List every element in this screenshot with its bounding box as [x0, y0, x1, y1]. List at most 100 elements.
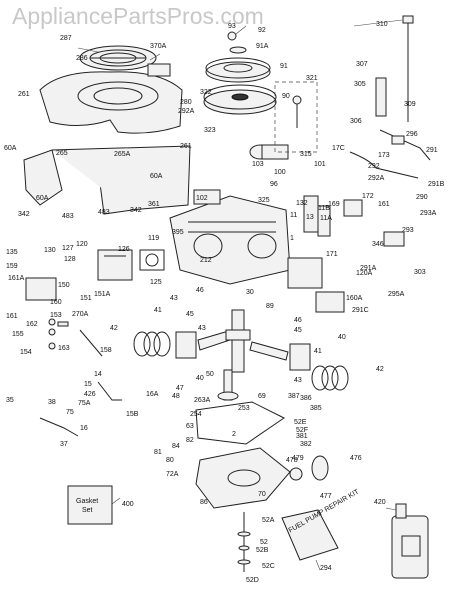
starter-drive-outline	[274, 81, 318, 153]
oil-sump-part	[195, 447, 291, 509]
piston-right-part	[289, 343, 311, 371]
callout-103: 103	[252, 161, 264, 168]
callout-119: 119	[148, 235, 159, 242]
callout-292a: 292A	[368, 175, 385, 182]
callout-38: 38	[48, 399, 56, 406]
callout-151a: 151A	[94, 291, 111, 298]
callout-159: 159	[6, 263, 18, 270]
callout-40: 40	[196, 375, 204, 382]
starter-motor-part	[249, 144, 289, 160]
callout-89: 89	[266, 303, 274, 310]
callout-153: 153	[50, 312, 62, 319]
callout-132: 132	[296, 200, 308, 207]
callout-75: 75	[66, 409, 74, 416]
callout-81: 81	[154, 449, 162, 456]
callout-161: 161	[6, 313, 18, 320]
callout-48: 48	[172, 393, 180, 400]
piston-rings-left-part	[133, 331, 171, 357]
gasket-set-box: Gasket Set	[67, 485, 113, 525]
callout-169: 169	[328, 201, 340, 208]
callout-370a: 370A	[150, 43, 167, 50]
callout-45: 45	[294, 327, 302, 334]
callout-35: 35	[6, 397, 14, 404]
callout-306: 306	[350, 118, 362, 125]
callout-70: 70	[258, 491, 266, 498]
callout-270a: 270A	[72, 311, 89, 318]
callout-171: 171	[326, 251, 338, 258]
callout-42: 42	[376, 366, 384, 373]
callout-43: 43	[170, 295, 178, 302]
callout-295a: 295A	[388, 291, 405, 298]
gasket-set-line1: Gasket	[76, 498, 98, 505]
intake-manifold-part	[303, 195, 363, 237]
blower-housing-part	[39, 71, 183, 134]
callout-382: 382	[300, 441, 312, 448]
callout-90: 90	[282, 93, 290, 100]
head-gasket-left-part	[139, 249, 165, 271]
dipstick-part	[402, 15, 414, 122]
callout-323: 323	[204, 127, 216, 134]
callout-265: 265	[56, 150, 68, 157]
callout-50: 50	[206, 371, 214, 378]
piston-left-part	[175, 331, 197, 359]
callout-291c: 291C	[352, 307, 369, 314]
callout-52e: 52E	[294, 419, 307, 426]
ignition-coil-part	[193, 189, 221, 205]
callout-16a: 16A	[146, 391, 159, 398]
callout-280: 280	[180, 99, 192, 106]
watermark-text: AppliancePartsPros.com	[12, 3, 264, 29]
callout-163: 163	[58, 345, 70, 352]
flywheel-nut-part	[227, 31, 237, 41]
callout-305: 305	[354, 81, 366, 88]
cylinder-head-left-part	[97, 249, 133, 281]
callout-101: 101	[314, 161, 326, 168]
callout-60a: 60A	[36, 195, 49, 202]
valve-cover-right-part	[315, 291, 345, 313]
callout-1: 1	[290, 235, 294, 242]
callout-321: 321	[306, 75, 318, 82]
callout-162: 162	[26, 321, 38, 328]
callout-309: 309	[404, 101, 416, 108]
callout-294: 294	[320, 565, 332, 572]
engine-block-part	[169, 195, 291, 285]
callout-92: 92	[258, 27, 266, 34]
connecting-rod-right-part	[249, 341, 289, 361]
callout-96: 96	[270, 181, 278, 188]
camshaft-part	[217, 369, 239, 401]
callout-287: 287	[60, 35, 72, 42]
callout-120: 120	[76, 241, 88, 248]
callout-11b: 11B	[318, 205, 330, 212]
callout-291: 291	[426, 147, 438, 154]
callout-16: 16	[80, 425, 88, 432]
callout-161a: 161A	[8, 275, 25, 282]
callout-476: 476	[350, 455, 362, 462]
callout-172: 172	[362, 193, 374, 200]
callout-86: 86	[200, 499, 208, 506]
callout-293: 293	[402, 227, 414, 234]
callout-46: 46	[196, 287, 204, 294]
callout-43: 43	[294, 377, 302, 384]
callout-37: 37	[60, 441, 68, 448]
oil-filter-part	[289, 455, 329, 481]
callout-400: 400	[122, 501, 134, 508]
callout-11a: 11A	[320, 215, 332, 222]
blower-screen-part	[79, 45, 157, 71]
callout-80: 80	[166, 457, 174, 464]
callout-292: 292	[368, 163, 380, 170]
callout-102: 102	[196, 195, 208, 202]
callout-69: 69	[258, 393, 266, 400]
callout-15b: 15B	[126, 411, 139, 418]
callout-127: 127	[62, 245, 74, 252]
callout-52c: 52C	[262, 563, 275, 570]
callout-173: 173	[378, 152, 390, 159]
callout-42: 42	[110, 325, 118, 332]
callout-426: 426	[84, 391, 96, 398]
callout-30: 30	[246, 289, 254, 296]
cylinder-shroud-part	[51, 145, 191, 211]
sump-gasket-part	[195, 401, 285, 445]
callout-135: 135	[6, 249, 18, 256]
callout-292a: 292A	[178, 108, 195, 115]
oil-pump-shaft-part	[237, 512, 251, 572]
dipstick-tube-part	[375, 77, 387, 117]
